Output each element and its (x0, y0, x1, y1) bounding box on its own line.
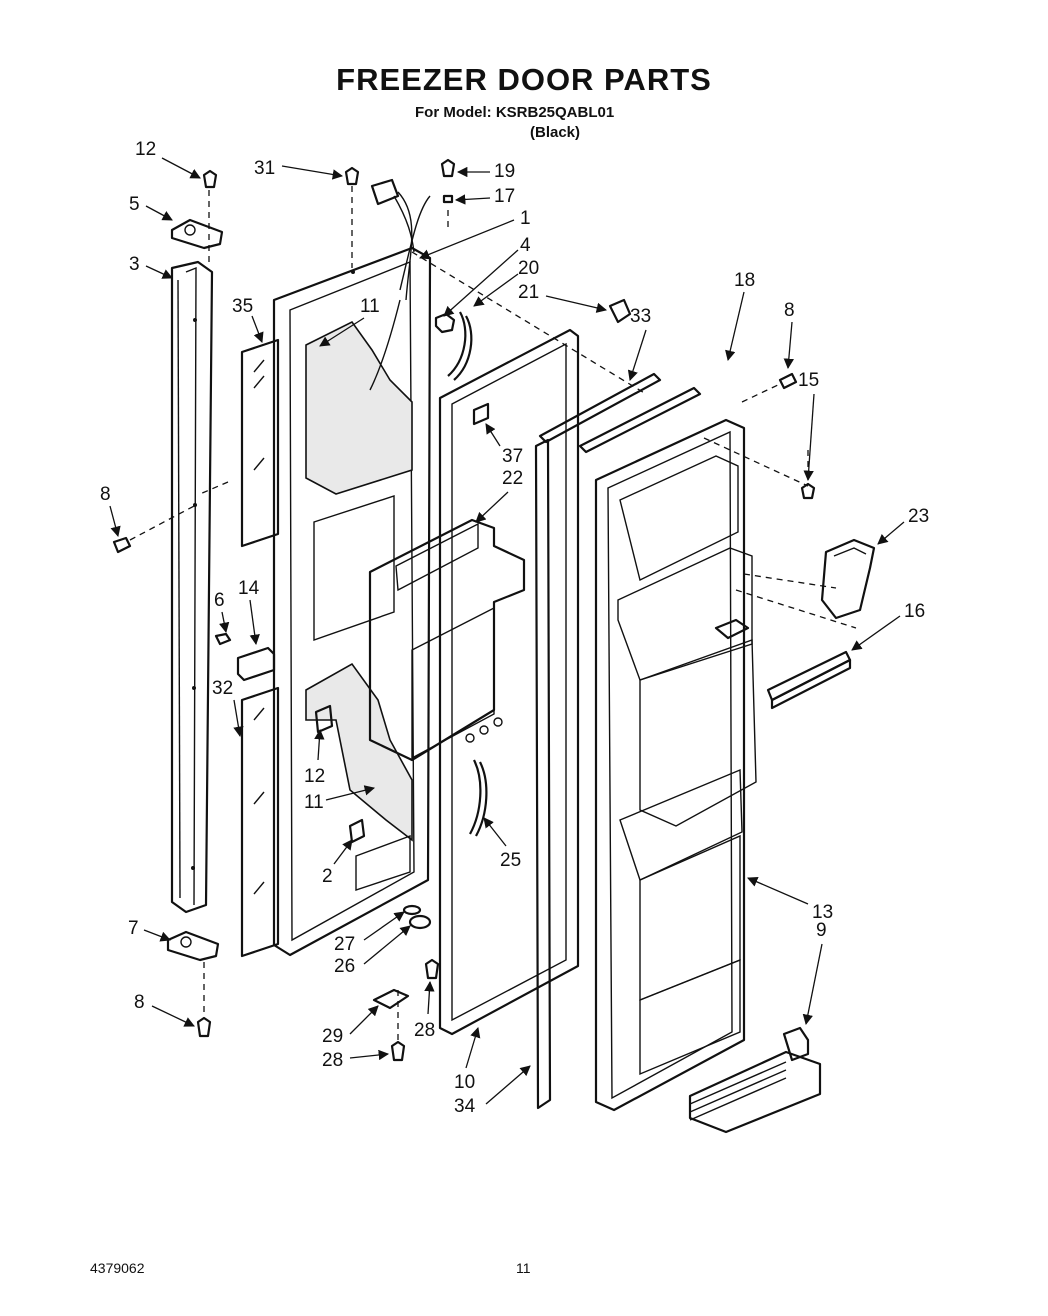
door-bin-part (688, 1026, 822, 1134)
glass-panel-lower (240, 686, 280, 958)
callout-28-left: 28 (322, 1050, 343, 1071)
color-note: (Black) (530, 124, 581, 141)
callout-37: 37 (502, 446, 523, 467)
outer-door-shell (594, 418, 757, 1112)
callout-11-top: 11 (360, 296, 380, 317)
callout-20: 20 (518, 258, 539, 279)
small-screw-6 (214, 632, 232, 646)
wire-harness-part (369, 178, 431, 391)
callout-8-right: 8 (784, 300, 795, 321)
callout-16: 16 (904, 601, 925, 622)
gasket-strip-34 (534, 438, 552, 1110)
tube-25-part (469, 759, 488, 837)
callout-35: 35 (232, 296, 253, 317)
callout-22: 22 (502, 468, 523, 489)
screw-part-bottom (196, 962, 212, 1038)
callout-34: 34 (454, 1096, 476, 1117)
callout-7: 7 (128, 918, 139, 939)
hinge-parts (314, 704, 440, 1062)
callout-10: 10 (454, 1072, 475, 1093)
callout-2: 2 (322, 866, 333, 887)
callout-9: 9 (816, 920, 827, 941)
callout-15: 15 (798, 370, 819, 391)
cap-21-part (608, 298, 632, 324)
callout-32: 32 (212, 678, 233, 699)
callout-31: 31 (254, 158, 275, 179)
callout-29: 29 (322, 1026, 343, 1047)
callout-12-top: 12 (135, 139, 156, 160)
callout-18: 18 (734, 270, 755, 291)
callouts: 12 5 3 35 8 6 14 32 7 8 31 11 12 11 2 27 (100, 139, 929, 1117)
callout-12-mid: 12 (304, 766, 325, 787)
dispenser-housing-part (368, 518, 526, 762)
bracket-part (236, 646, 276, 682)
side-screw-part (112, 504, 197, 554)
door-gasket-frame (438, 328, 580, 1036)
door-liner-panel (272, 246, 432, 957)
callout-6: 6 (214, 590, 225, 611)
strip-33-part (538, 372, 702, 454)
handle-end-cap-top (170, 218, 224, 250)
callout-8-bottom: 8 (134, 992, 145, 1013)
callout-11-bottom: 11 (304, 792, 324, 813)
callout-19: 19 (494, 161, 515, 182)
model-line: For Model: KSRB25QABL01 (415, 104, 615, 121)
ice-chute-part (820, 538, 876, 620)
callout-3: 3 (129, 254, 140, 275)
glass-panel-upper (240, 338, 280, 548)
screw-part (202, 169, 218, 262)
screw-19-part (440, 158, 456, 232)
screw-15-part (741, 372, 816, 500)
callout-5: 5 (129, 194, 140, 215)
nut-part (434, 312, 456, 334)
callout-21: 21 (518, 282, 539, 303)
callout-27: 27 (334, 934, 355, 955)
document-number: 4379062 (90, 1260, 145, 1276)
callout-28-right: 28 (414, 1020, 435, 1041)
callout-1: 1 (520, 208, 531, 229)
callout-23: 23 (908, 506, 929, 527)
callout-14: 14 (238, 578, 260, 599)
page-number: 11 (516, 1260, 531, 1276)
callout-4: 4 (520, 235, 531, 256)
handle-end-cap-bottom (166, 930, 220, 962)
callout-8-left: 8 (100, 484, 111, 505)
screw-31-part (344, 166, 360, 268)
callout-33: 33 (630, 306, 651, 327)
callout-13: 13 (812, 902, 833, 923)
callout-25: 25 (500, 850, 521, 871)
tube-20-part (447, 311, 473, 381)
rail-16-part (766, 650, 852, 710)
page-title: FREEZER DOOR PARTS (336, 62, 712, 97)
handle-trim-part (170, 260, 214, 914)
callout-17: 17 (494, 186, 515, 207)
callout-26: 26 (334, 956, 355, 977)
